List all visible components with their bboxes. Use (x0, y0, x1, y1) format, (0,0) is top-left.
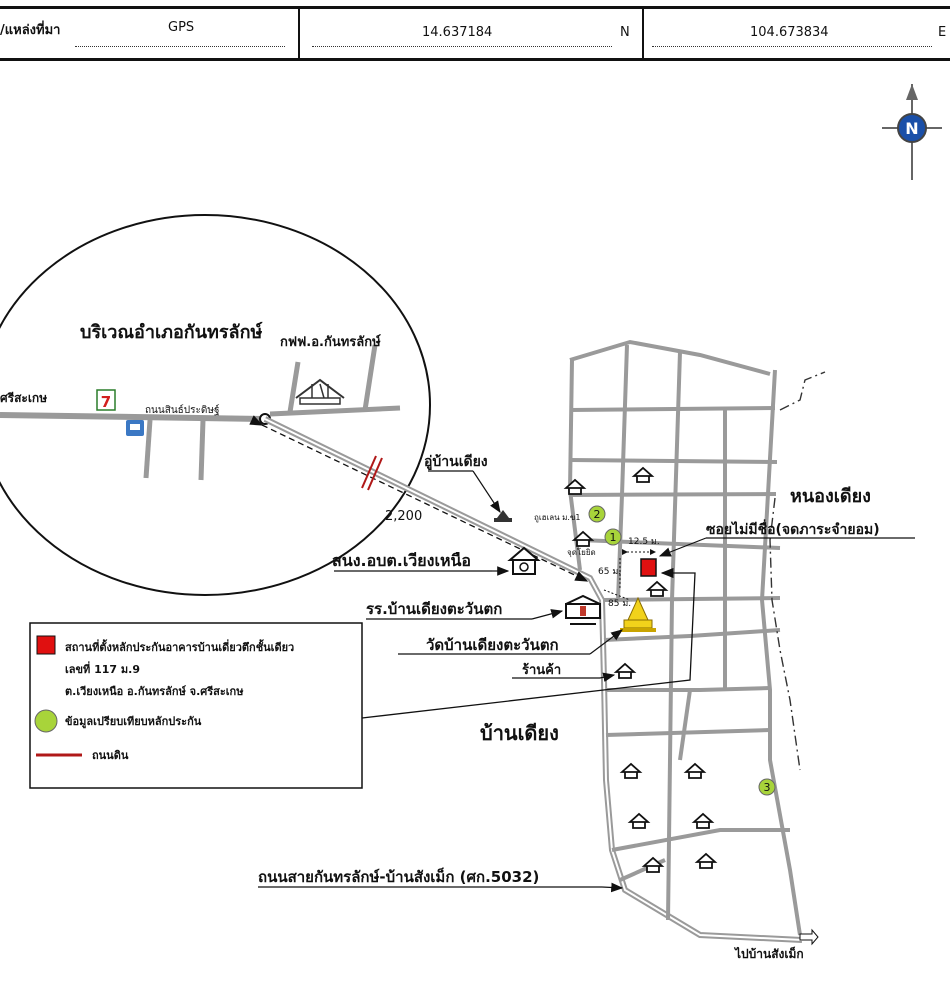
source-value: GPS (168, 20, 195, 35)
village-label: บ้านเดียง (480, 721, 559, 745)
house-icon (627, 812, 651, 829)
house-icon (694, 852, 718, 869)
legend-property-line1: สถานที่ตั้งหลักประกันอาคารบ้านเดี่ยวตึกช… (65, 639, 294, 654)
property-leader-line (361, 567, 696, 719)
legend-compare-label: ข้อมูลเปรียบเทียบหลักประกัน (65, 715, 202, 729)
house-icon (613, 662, 637, 679)
village-road-grid (567, 339, 802, 936)
latitude-value: 14.637184 (422, 25, 493, 40)
comparison-marker-3: 3 (758, 778, 776, 796)
small-label-1: ถูเฮเลน ม.ข1 (534, 513, 580, 523)
inset-map: บริเวณอำเภอกันทรลักษ์ กฟฟ.อ.กันทรลักษ์ ศ… (0, 214, 431, 596)
convenience-store-icon: 7 (96, 389, 116, 411)
village-north-label: หนองเดียง (790, 486, 871, 507)
school-label: รร.บ้านเดียงตะวันตก (366, 600, 502, 618)
header-divider (642, 6, 644, 61)
house-icon (619, 762, 643, 779)
soi-label: ซอยไม่มีชื่อ(จดภาระจำยอม) (706, 519, 880, 538)
house-icon (691, 812, 715, 829)
longitude-direction: E (938, 25, 947, 40)
distance-85 (603, 589, 631, 601)
inset-road (0, 412, 266, 422)
house-icon (641, 856, 665, 873)
school-icon (565, 594, 601, 625)
latitude-direction: N (620, 25, 630, 40)
shop-label: ร้านค้า (522, 662, 561, 678)
garage-label: อู่บ้านเดียง (424, 454, 488, 470)
legend-dirt-road-label: ถนนดิน (92, 749, 129, 762)
inset-west-label: ศรีสะเกษ (0, 391, 47, 405)
longitude-value: 104.673834 (750, 25, 829, 40)
direction-arrow-icon (799, 928, 819, 946)
inset-office-label: กฟฟ.อ.กันทรลักษ์ (280, 334, 381, 350)
house-icon (683, 762, 707, 779)
source-label: /แหล่งที่มา (0, 23, 61, 38)
inset-road-label: ถนนสินธ์ประดิษฐ์ (145, 404, 219, 416)
svg-text:7: 7 (101, 393, 111, 411)
location-map: N บริเวณอำเภอกันทรลักษ์ กฟฟ.อ.กันทรลักษ์… (0, 84, 942, 961)
legend-property-swatch (36, 635, 56, 655)
svg-text:2: 2 (594, 508, 601, 521)
temple-icon (620, 596, 656, 632)
svg-text:1: 1 (610, 531, 617, 544)
house-icon (571, 530, 595, 547)
comparison-marker-1: 1 (604, 528, 622, 546)
legend: สถานที่ตั้งหลักประกันอาคารบ้านเดี่ยวตึกช… (29, 622, 363, 789)
legend-compare-swatch (34, 709, 58, 733)
distance-label: 2,200 (385, 509, 422, 524)
header-bottom-border (0, 58, 950, 61)
garage-icon (494, 510, 512, 522)
legend-property-line2: เลขที่ 117 ม.9 (65, 661, 140, 676)
distance-125-label: 12.5 ม. (628, 537, 660, 547)
gas-station-icon (126, 420, 144, 436)
dotted-rule (312, 46, 612, 47)
property-marker (640, 558, 657, 577)
government-office-icon (507, 546, 541, 575)
main-road-label: ถนนสายกันทรลักษ์-บ้านสังเม็ก (ศก.5032) (258, 867, 539, 886)
header-divider (298, 6, 300, 61)
house-icon (631, 466, 655, 483)
small-label-2: จุดโยยิด (567, 547, 596, 557)
svg-text:3: 3 (764, 781, 771, 794)
compass-letter: N (905, 119, 918, 138)
header-top-border (0, 6, 950, 9)
distance-65-label: 65 ม. (598, 567, 621, 577)
comparison-marker-2: 2 (588, 505, 606, 523)
sno-label: สนง.อบต.เวียงเหนือ (332, 551, 471, 570)
substation-icon (295, 378, 345, 405)
north-arrow-icon: N (882, 84, 942, 180)
boundary-line (779, 371, 826, 411)
house-icon (645, 580, 669, 597)
temple-label: วัดบ้านเดียงตะวันตก (426, 636, 559, 654)
inset-title: บริเวณอำเภอกันทรลักษ์ (80, 321, 263, 343)
dirt-road-mark (361, 455, 377, 489)
house-icon (563, 478, 587, 495)
dotted-rule (75, 46, 285, 47)
distance-85-label: 85 ม. (608, 599, 631, 609)
to-label: ไปบ้านสังเม็ก (733, 946, 804, 961)
dotted-rule (652, 46, 932, 47)
legend-property-line3: ต.เวียงเหนือ อ.กันทรลักษ์ จ.ศรีสะเกษ (65, 685, 244, 698)
header-bar: /แหล่งที่มา GPS 14.637184 N 104.673834 E (0, 0, 950, 62)
